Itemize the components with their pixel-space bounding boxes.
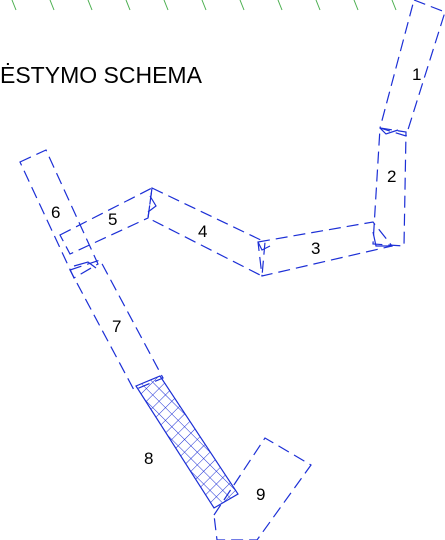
joint-mark-2-3 xyxy=(372,231,392,247)
segment-3-label: 3 xyxy=(311,239,320,258)
joint-mark-1-2 xyxy=(379,127,399,135)
segment-7-label: 7 xyxy=(112,317,121,336)
segment-2-outline xyxy=(372,127,407,247)
segment-4-label: 4 xyxy=(198,222,207,241)
segment-5-label: 5 xyxy=(108,210,117,229)
segment-4-outline xyxy=(147,187,266,277)
scheme-title: ĖSTYMO SCHEMA xyxy=(0,62,202,88)
segment-9-label: 9 xyxy=(256,485,265,504)
segment-1-outline xyxy=(379,0,445,137)
segment-6-label: 6 xyxy=(51,203,60,222)
joint-mark-3-4 xyxy=(257,241,271,251)
segment-5-outline xyxy=(59,186,153,255)
segment-1-label: 1 xyxy=(412,65,421,84)
segment-8-hatched xyxy=(135,375,239,509)
joint-mark-4-5 xyxy=(147,195,157,213)
segment-3-outline xyxy=(257,221,394,277)
top-edge-ticks xyxy=(11,0,397,11)
segment-8-label: 8 xyxy=(144,449,153,468)
segment-6-outline xyxy=(19,149,99,279)
joint-mark-6-7 xyxy=(73,261,97,269)
segment-2-label: 2 xyxy=(387,167,396,186)
segment-9-outline xyxy=(213,437,312,540)
